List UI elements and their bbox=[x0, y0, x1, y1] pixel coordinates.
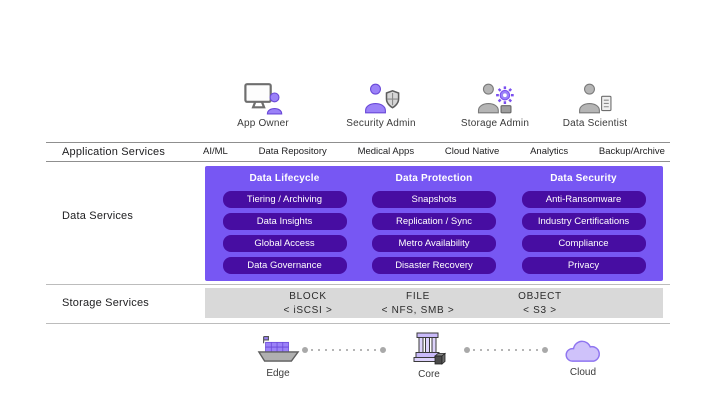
edge-core-connector bbox=[302, 346, 386, 353]
data-lifecycle-column: Data Lifecycle Tiering / Archiving Data … bbox=[215, 173, 355, 281]
service-pill: Privacy bbox=[521, 257, 646, 274]
service-pill: Anti-Ransomware bbox=[521, 191, 646, 208]
divider-line bbox=[46, 161, 670, 162]
location-edge: Edge bbox=[243, 334, 313, 379]
connector-dot bbox=[380, 346, 386, 353]
storage-tier-block: BLOCK < iSCSI > bbox=[283, 290, 332, 317]
storage-tier-protocol: < iSCSI > bbox=[283, 304, 333, 316]
persona-label: App Owner bbox=[237, 118, 289, 129]
column-title: Data Protection bbox=[395, 173, 473, 184]
service-pill: Industry Certifications bbox=[521, 213, 646, 230]
location-label: Edge bbox=[266, 368, 290, 379]
storage-tier-name: OBJECT bbox=[518, 291, 562, 302]
service-pill: Metro Availability bbox=[372, 235, 496, 252]
divider-line bbox=[46, 142, 670, 143]
persona-app-owner: App Owner bbox=[203, 82, 323, 129]
location-label: Cloud bbox=[569, 367, 597, 378]
app-service-item: Data Repository bbox=[258, 146, 327, 157]
app-service-item: AI/ML bbox=[203, 146, 228, 157]
persona-label: Storage Admin bbox=[460, 118, 530, 129]
persona-label: Security Admin bbox=[346, 118, 416, 129]
storage-tier-protocol: < NFS, SMB > bbox=[381, 304, 455, 316]
storage-services-label: Storage Services bbox=[62, 297, 149, 309]
application-services-label: Application Services bbox=[62, 146, 166, 158]
column-title: Data Security bbox=[550, 173, 617, 184]
service-pill: Replication / Sync bbox=[372, 213, 496, 230]
app-owner-icon bbox=[244, 83, 283, 115]
storage-tier-protocol: < S3 > bbox=[523, 304, 557, 316]
location-cloud: Cloud bbox=[548, 338, 618, 378]
persona-security-admin: Security Admin bbox=[321, 82, 441, 129]
app-service-item: Analytics bbox=[530, 146, 569, 157]
service-pill: Snapshots bbox=[372, 191, 496, 208]
data-protection-column: Data Protection Snapshots Replication / … bbox=[364, 173, 504, 281]
building-icon bbox=[413, 332, 447, 365]
service-pill: Data Insights bbox=[222, 213, 347, 230]
location-label: Core bbox=[418, 369, 440, 380]
app-service-item: Backup/Archive bbox=[598, 146, 665, 157]
dotted-line bbox=[311, 348, 377, 351]
service-pill: Compliance bbox=[521, 235, 646, 252]
divider-line bbox=[46, 323, 670, 324]
service-pill: Global Access bbox=[222, 235, 347, 252]
storage-tier-name: FILE bbox=[406, 291, 430, 302]
storage-tier-name: BLOCK bbox=[289, 291, 327, 302]
core-cloud-connector bbox=[464, 346, 548, 353]
connector-dot bbox=[302, 346, 308, 353]
persona-storage-admin: Storage Admin bbox=[435, 82, 555, 129]
application-services-items: AI/ML Data Repository Medical Apps Cloud… bbox=[203, 146, 665, 157]
connector-dot bbox=[542, 346, 548, 353]
location-core: Core bbox=[394, 331, 464, 380]
ship-icon bbox=[257, 336, 300, 362]
data-services-label: Data Services bbox=[62, 210, 134, 222]
data-security-column: Data Security Anti-Ransomware Industry C… bbox=[514, 173, 654, 281]
service-pill: Tiering / Archiving bbox=[222, 191, 347, 208]
data-services-panel: Data Lifecycle Tiering / Archiving Data … bbox=[205, 166, 663, 281]
service-pill: Data Governance bbox=[222, 257, 347, 274]
app-service-item: Medical Apps bbox=[357, 146, 415, 157]
app-service-item: Cloud Native bbox=[444, 146, 500, 157]
service-pill: Disaster Recovery bbox=[372, 257, 496, 274]
persona-data-scientist: Data Scientist bbox=[535, 82, 655, 129]
column-title: Data Lifecycle bbox=[249, 173, 320, 184]
divider-line bbox=[46, 284, 670, 285]
storage-admin-icon bbox=[477, 83, 514, 114]
dotted-line bbox=[473, 348, 539, 351]
storage-services-panel: BLOCK < iSCSI > FILE < NFS, SMB > OBJECT… bbox=[205, 288, 663, 318]
connector-dot bbox=[464, 346, 470, 353]
persona-label: Data Scientist bbox=[562, 118, 628, 129]
cloud-icon bbox=[565, 340, 600, 362]
storage-tier-file: FILE < NFS, SMB > bbox=[382, 290, 455, 317]
security-admin-icon bbox=[365, 83, 400, 114]
storage-tier-object: OBJECT < S3 > bbox=[518, 290, 562, 317]
data-scientist-icon bbox=[579, 83, 612, 114]
